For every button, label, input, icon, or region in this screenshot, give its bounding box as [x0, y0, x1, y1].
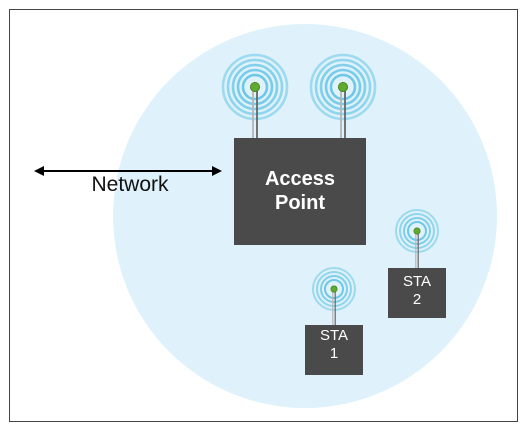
- station-2-label-line2: 2: [412, 290, 422, 308]
- antenna-icon: [395, 209, 439, 268]
- access-point-label-line1: Access: [264, 168, 336, 190]
- network-label: Network: [91, 173, 169, 196]
- access-point-label: Access Point: [234, 168, 366, 215]
- station-1-label-line2: 1: [329, 344, 339, 362]
- station-2-label-line1: STA: [402, 273, 432, 290]
- access-point-label-line2: Point: [275, 191, 325, 214]
- antenna-icon: [312, 267, 356, 325]
- station-1-label: STA 1: [305, 327, 363, 362]
- antenna-icon: [309, 53, 377, 139]
- station-2-box: [388, 268, 446, 318]
- access-point-box: [234, 138, 366, 245]
- station-2-label: STA 2: [388, 273, 446, 308]
- station-1-label-line1: STA: [319, 327, 349, 344]
- antenna-icon: [221, 53, 289, 139]
- station-1-box: [305, 325, 363, 375]
